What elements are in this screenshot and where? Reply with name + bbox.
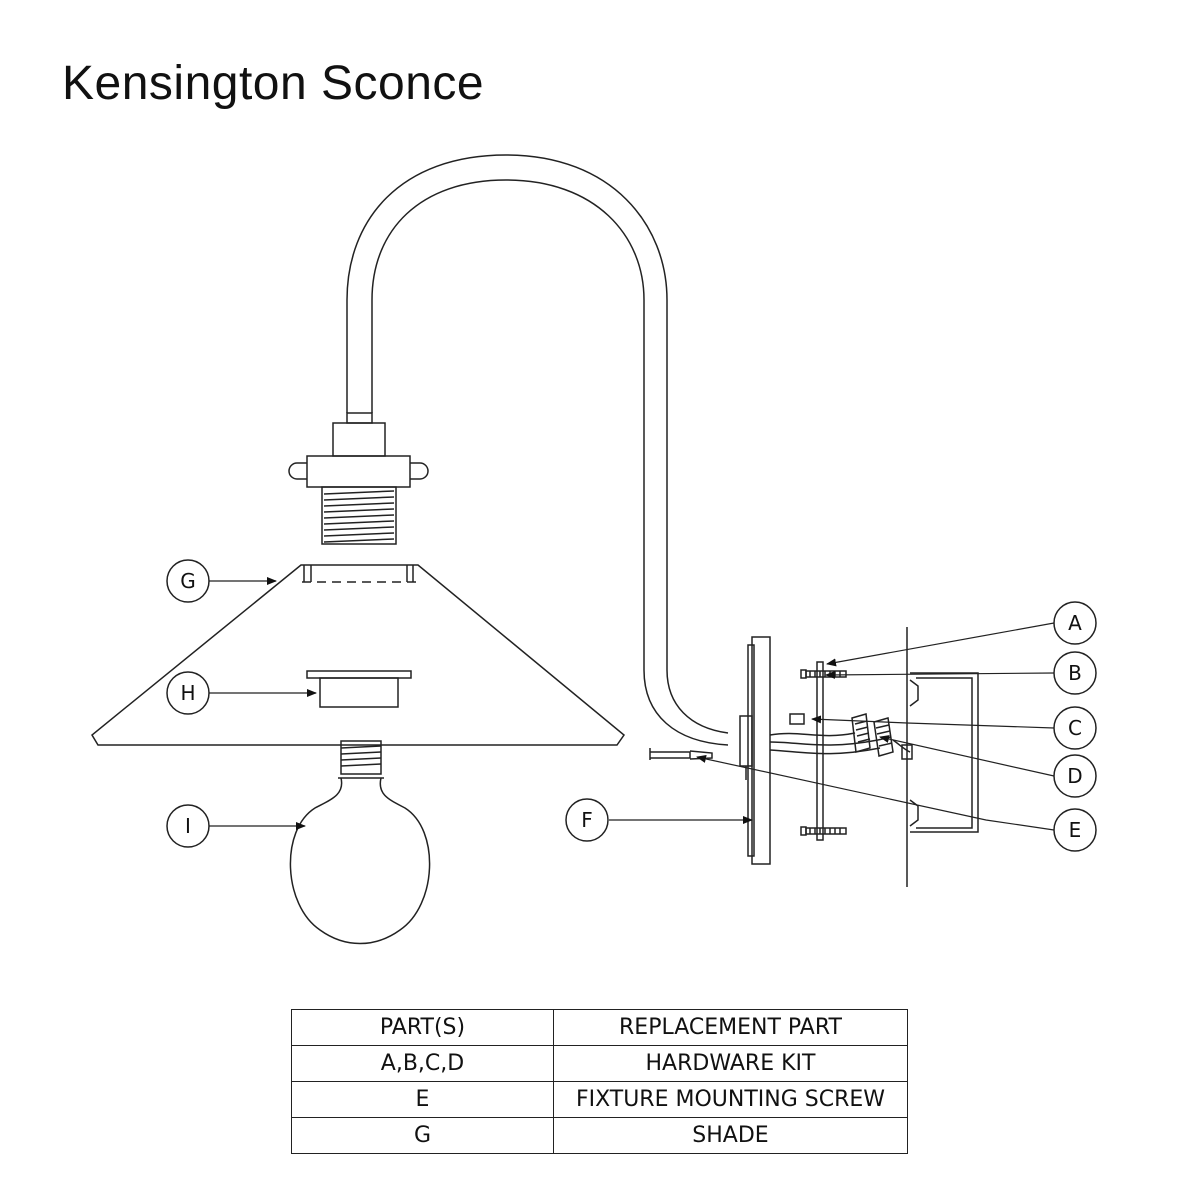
callout-i: I [166,804,210,848]
table-cell: A,B,C,D [291,1045,554,1082]
header-parts: PART(S) [291,1009,554,1046]
wall-plate [739,636,771,865]
svg-text:G: G [180,569,196,593]
callout-a: A [1053,601,1097,645]
svg-text:B: B [1068,661,1082,685]
svg-text:H: H [180,681,195,705]
table-cell: E [291,1081,554,1118]
svg-text:I: I [185,814,191,838]
leader-lines [209,577,1055,831]
crossbar [816,661,824,841]
socket-assembly [288,412,429,545]
callout-h: H [166,671,210,715]
shade [91,564,626,746]
exploded-diagram: G H I F A B C D E [91,154,1097,945]
gooseneck-arm [346,154,729,746]
table-row: G SHADE [291,1117,908,1154]
callout-d: D [1053,754,1097,798]
svg-text:E: E [1069,818,1082,842]
table-cell: G [291,1117,554,1154]
replacement-parts-table: PART(S) REPLACEMENT PART A,B,C,D HARDWAR… [291,1009,908,1154]
header-replacement-part: REPLACEMENT PART [553,1009,908,1046]
table-row: A,B,C,D HARDWARE KIT [291,1045,908,1082]
svg-text:A: A [1068,611,1082,635]
table-edge [907,1117,908,1154]
shade-ring [306,670,412,708]
junction-box [906,627,979,887]
table-edge [907,1045,908,1082]
wires-and-wire-nuts [769,713,913,760]
svg-text:D: D [1067,764,1082,788]
callout-g: G [166,559,210,603]
table-cell: SHADE [553,1117,908,1154]
table-edge [907,1081,908,1118]
table-header-row: PART(S) REPLACEMENT PART [291,1009,908,1046]
bulb [289,740,431,945]
callout-c: C [1053,706,1097,750]
table-cell: FIXTURE MOUNTING SCREW [553,1081,908,1118]
svg-text:C: C [1068,716,1082,740]
callout-b: B [1053,651,1097,695]
callout-f: F [565,798,609,842]
table-row: E FIXTURE MOUNTING SCREW [291,1081,908,1118]
page-title: Kensington Sconce [62,57,485,110]
table-edge [907,1009,908,1046]
table-cell: HARDWARE KIT [553,1045,908,1082]
svg-text:F: F [581,808,593,832]
callout-e: E [1053,808,1097,852]
